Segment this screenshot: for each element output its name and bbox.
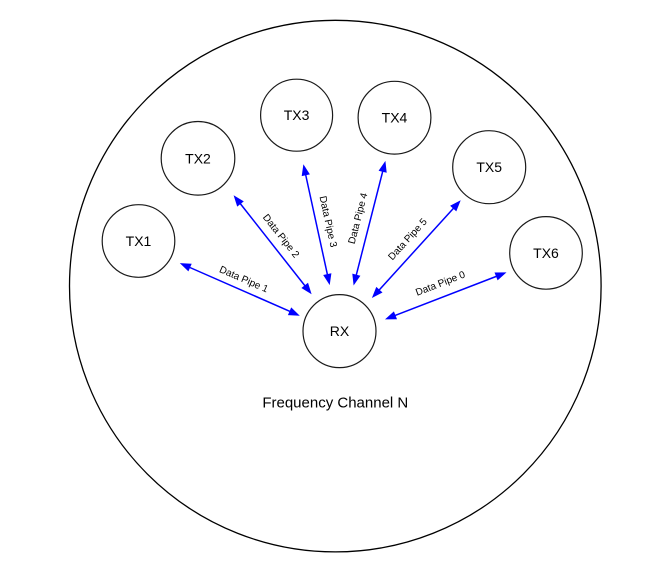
svg-text:RX: RX xyxy=(330,323,350,339)
svg-text:TX3: TX3 xyxy=(284,107,310,123)
svg-text:Frequency Channel N: Frequency Channel N xyxy=(262,395,408,412)
svg-text:TX5: TX5 xyxy=(476,159,502,175)
svg-text:TX1: TX1 xyxy=(126,233,152,249)
svg-text:TX2: TX2 xyxy=(185,150,211,166)
svg-text:TX6: TX6 xyxy=(533,245,559,261)
svg-text:TX4: TX4 xyxy=(382,110,408,126)
